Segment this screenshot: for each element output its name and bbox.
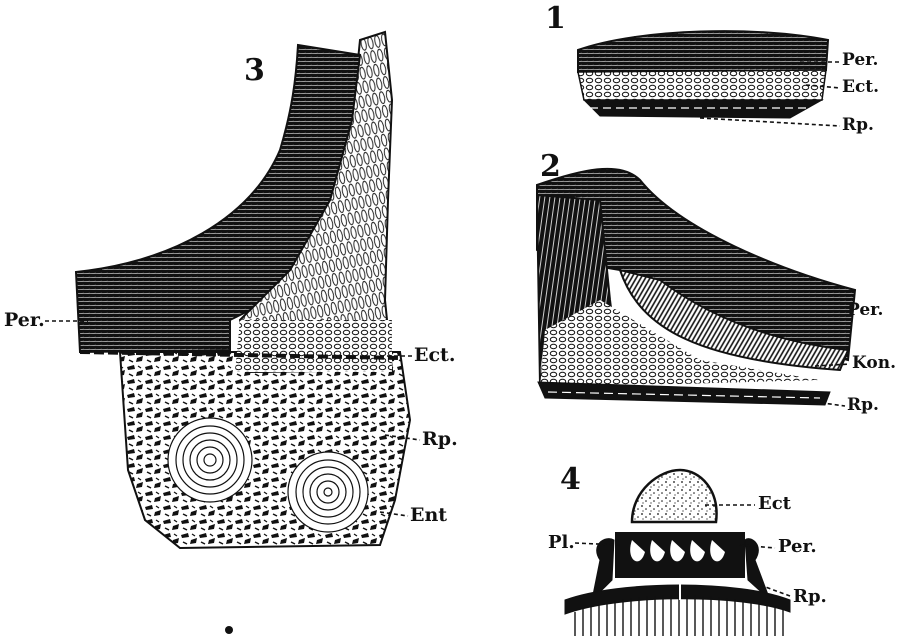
figure-1-label-per: Per. (842, 52, 878, 69)
figure-2-section (537, 169, 855, 405)
figure-1-ectoderm (578, 70, 826, 100)
figure-3-label-ent: Ent (410, 506, 447, 525)
figure-4-label-pl: Pl. (548, 534, 575, 552)
figure-1-label-ect: Ect. (842, 79, 879, 96)
figure-3-label-per: Per. (4, 311, 45, 330)
figure-1-rp-layer (584, 100, 822, 118)
figure-1-periderm (578, 31, 828, 72)
figure-4-label-ect: Ect (758, 495, 791, 513)
figure-4-ectoderm-dome (632, 470, 717, 522)
figure-3-section (76, 32, 410, 548)
figure-3-label-rp: Rp. (422, 430, 458, 449)
figure-4-number: 4 (560, 465, 581, 495)
ink-dot (225, 626, 233, 634)
figure-1-section (578, 31, 828, 118)
figure-2-label-per: Per. (847, 302, 883, 319)
figure-1-label-rp: Rp. (842, 117, 874, 134)
figure-2-rp-layer (538, 382, 830, 405)
figure-2-number: 2 (540, 152, 561, 182)
figure-4-section (565, 470, 790, 636)
figure-2-label-kon: Kon. (852, 355, 896, 372)
figure-3-label-ect: Ect. (414, 346, 455, 365)
figure-4-label-per: Per. (778, 538, 817, 556)
figure-2-label-rp: Rp. (847, 397, 879, 414)
figure-3-entoderm-tissue (120, 352, 410, 548)
figure-1-number: 1 (545, 4, 566, 34)
figure-4-label-rp: Rp. (793, 588, 827, 606)
figure-3-number: 3 (244, 56, 265, 86)
